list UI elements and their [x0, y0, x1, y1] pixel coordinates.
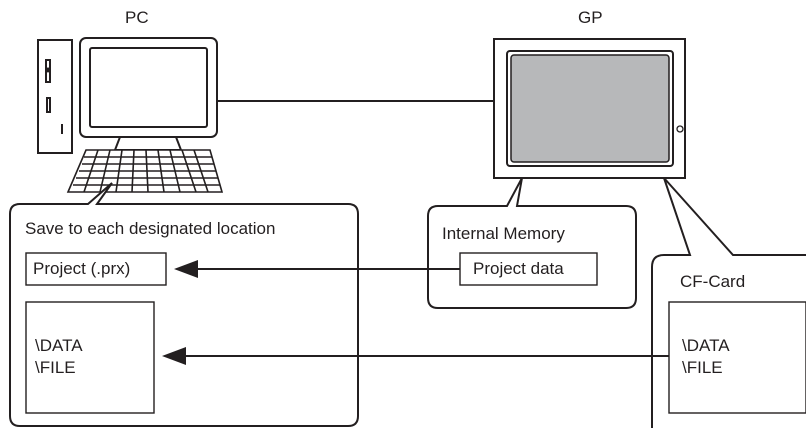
project-prx-box: [25, 252, 167, 286]
project-data-label: Project data: [473, 259, 564, 278]
cf-card-callout: [651, 177, 806, 428]
project-data-box: [459, 252, 598, 286]
pc-tower-icon: [37, 39, 73, 154]
cf-folders-box: [668, 301, 806, 414]
pc-monitor-icon: [79, 37, 218, 151]
gp-label: GP: [578, 8, 603, 27]
pc-label: PC: [125, 8, 149, 27]
pc-folders-label: \DATA \FILE: [35, 336, 83, 377]
save-box-title: Save to each designated location: [25, 219, 276, 238]
internal-memory-title: Internal Memory: [442, 224, 565, 243]
pc-folders-box: [25, 301, 155, 414]
cf-card-title: CF-Card: [680, 272, 746, 291]
arrow-folder-transfer: [162, 347, 669, 365]
keyboard-icon: [66, 149, 224, 193]
cf-folders-label: \DATA \FILE: [682, 336, 730, 377]
gp-panel-icon: [493, 38, 686, 179]
arrow-project-transfer: [174, 260, 460, 278]
project-prx-label: Project (.prx): [33, 259, 131, 278]
